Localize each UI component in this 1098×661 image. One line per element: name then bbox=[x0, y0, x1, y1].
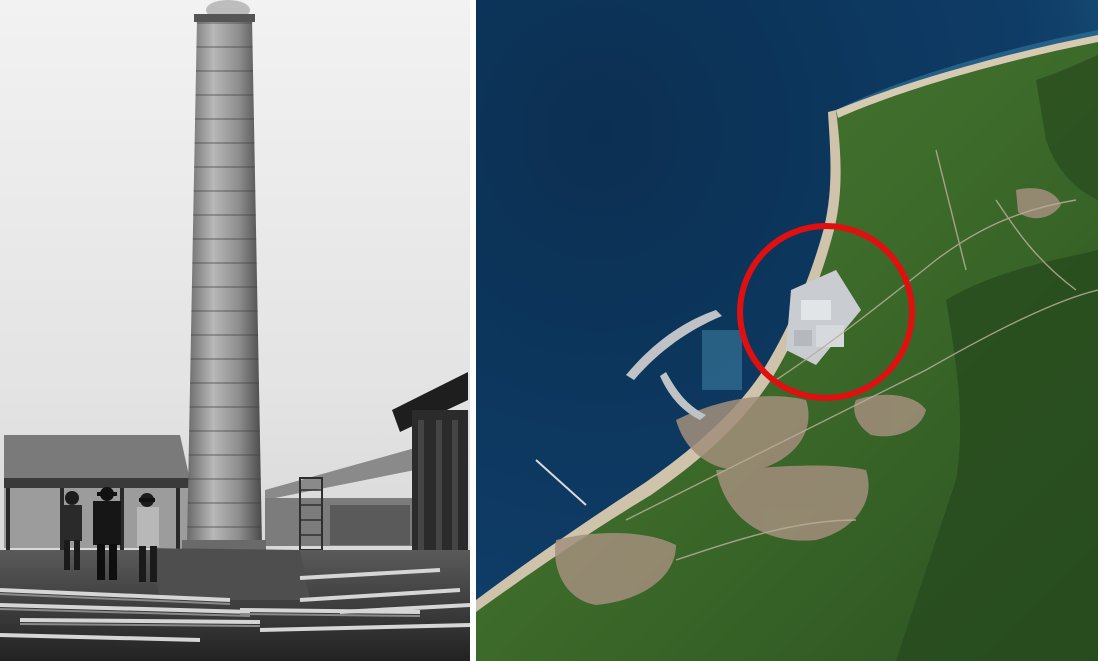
highlight-circle bbox=[737, 223, 915, 401]
satellite-panel bbox=[476, 0, 1098, 661]
factory-complex bbox=[786, 270, 861, 365]
roads bbox=[625, 149, 1098, 561]
forest-hills bbox=[896, 250, 1098, 661]
people bbox=[62, 487, 159, 582]
pier bbox=[535, 459, 587, 506]
historical-photo bbox=[0, 0, 470, 661]
chimney bbox=[182, 14, 266, 554]
right-shed bbox=[265, 448, 415, 551]
historical-photo-panel bbox=[0, 0, 470, 661]
north-beach bbox=[836, 35, 1098, 118]
satellite-image bbox=[476, 0, 1098, 661]
forest-ridge bbox=[1036, 55, 1098, 200]
lumber-shadows bbox=[0, 593, 421, 627]
harbor bbox=[626, 310, 742, 420]
lumber-pile bbox=[0, 568, 470, 642]
panel-divider bbox=[470, 0, 476, 661]
